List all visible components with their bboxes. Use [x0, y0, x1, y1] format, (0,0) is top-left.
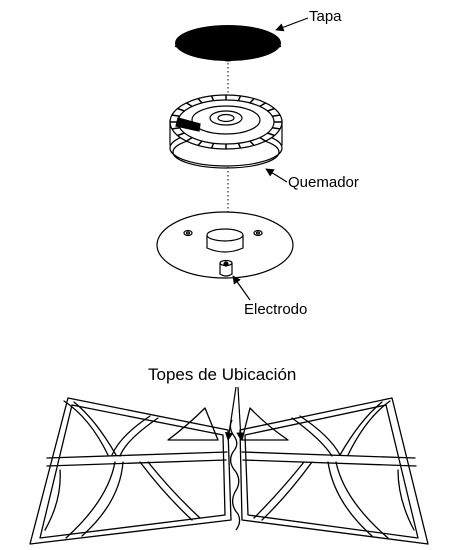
burner-port [238, 96, 240, 101]
burner-port [250, 141, 254, 145]
burner-ports [170, 95, 282, 149]
burner-port [272, 115, 280, 116]
burner-port [178, 133, 185, 136]
burner-cap [175, 25, 281, 62]
burner-port [186, 103, 192, 107]
quemador-arrow [265, 169, 287, 182]
tapa-arrow [275, 18, 308, 32]
burner-port [260, 103, 266, 107]
grate-left [30, 398, 231, 544]
burner-port [172, 128, 180, 129]
burner-port [238, 143, 240, 148]
burner-port [178, 109, 185, 112]
grate-right [240, 398, 428, 544]
burner-port [272, 128, 280, 129]
burner-head [170, 95, 282, 168]
locating-stops [230, 420, 239, 530]
burner-port [186, 138, 192, 142]
topes-arrow-left [224, 387, 236, 441]
electrodo-label: Electrodo [244, 301, 308, 318]
electrode-icon [220, 261, 232, 277]
burner-port [250, 99, 254, 103]
topes-label: Topes de Ubicación [148, 365, 297, 384]
burner-port [198, 141, 202, 145]
burner-port [268, 133, 275, 136]
quemador-label: Quemador [288, 174, 359, 191]
burner-port [198, 99, 202, 103]
burner-port [172, 115, 180, 116]
tapa-label: Tapa [309, 8, 342, 25]
burner-port [268, 109, 275, 112]
electrodo-arrow [233, 275, 250, 300]
burner-port [212, 143, 214, 148]
base-plate [157, 212, 293, 278]
burner-port [212, 96, 214, 101]
burner-port [260, 138, 266, 142]
